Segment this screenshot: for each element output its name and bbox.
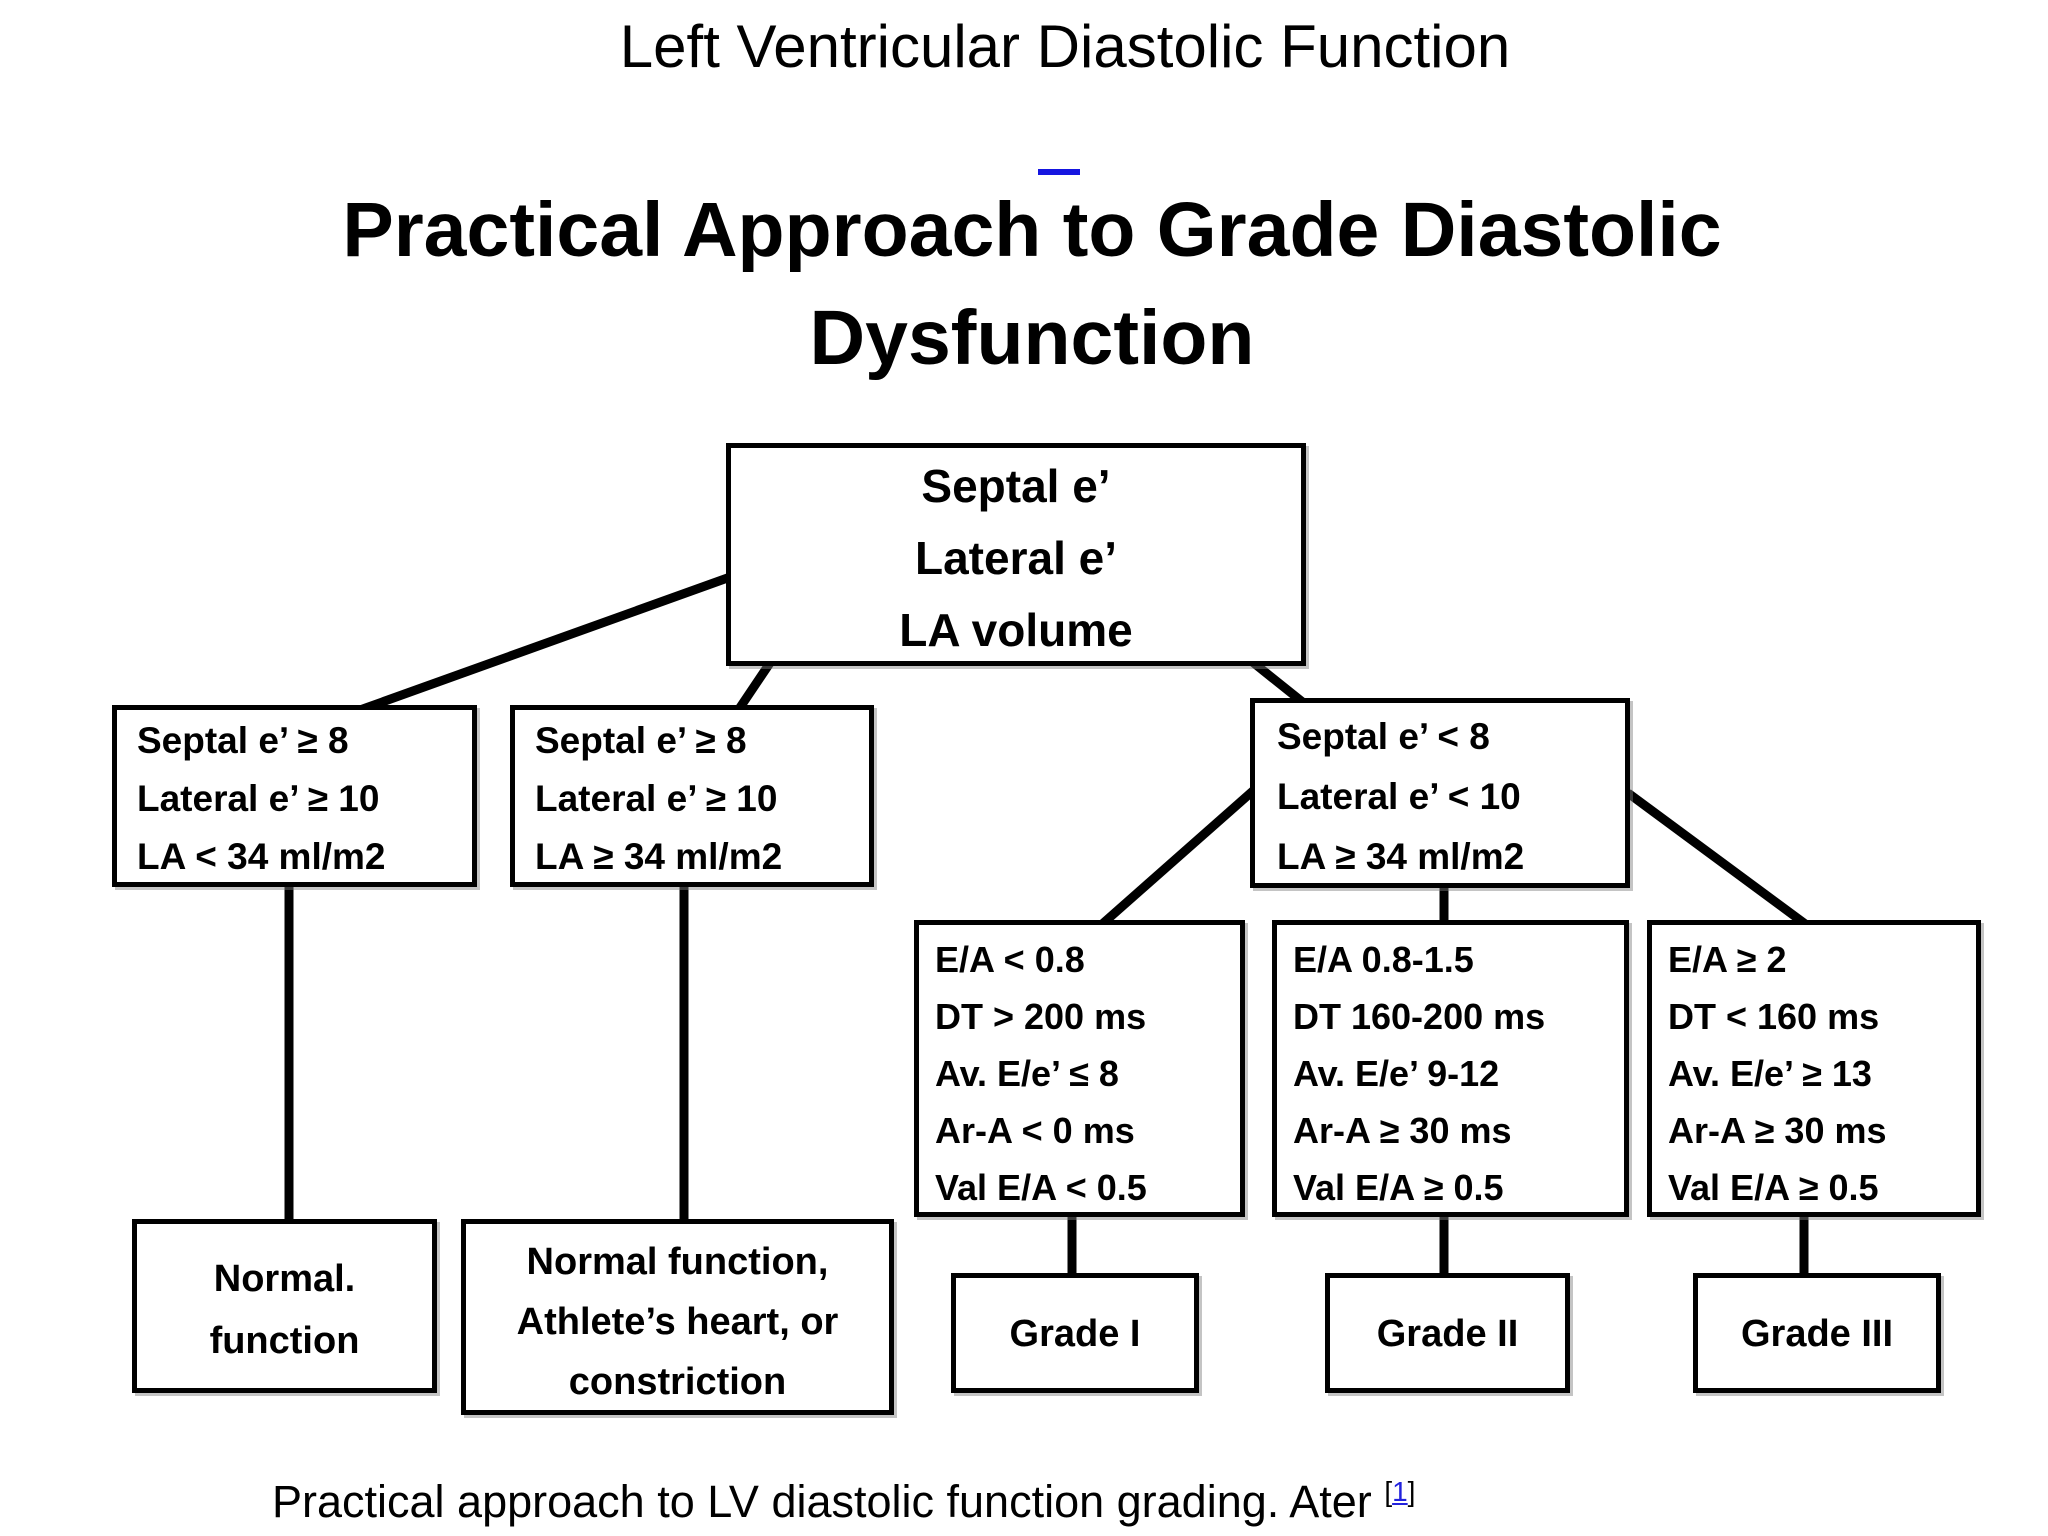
node-line: Ar-A ≥ 30 ms [1293, 1110, 1512, 1151]
node-line: Septal e’ < 8 [1277, 716, 1490, 757]
node-line: DT < 160 ms [1668, 996, 1880, 1037]
node-root-measurements: Septal e’ Lateral e’ LA volume [726, 443, 1306, 666]
node-outcome-normal: Normal. function [132, 1219, 437, 1393]
node-normal-criteria: Septal e’ ≥ 8 Lateral e’ ≥ 10 LA < 34 ml… [112, 705, 477, 887]
node-line: DT 160-200 ms [1293, 996, 1546, 1037]
node-grade3-label: Grade III [1693, 1273, 1941, 1393]
citation-marker: [1] [1384, 1476, 1415, 1507]
node-line: Av. E/e’ ≤ 8 [935, 1053, 1119, 1094]
citation-link[interactable]: 1 [1392, 1476, 1408, 1507]
connector-dysfunction-to-grade1-criteria [1097, 786, 1257, 930]
node-line: Ar-A ≥ 30 ms [1668, 1110, 1887, 1151]
node-line: Lateral e’ < 10 [1277, 776, 1521, 817]
node-line: E/A 0.8-1.5 [1293, 939, 1474, 980]
node-line: Av. E/e’ ≥ 13 [1668, 1053, 1872, 1094]
node-grade1-label: Grade I [951, 1273, 1199, 1393]
node-line: Septal e’ ≥ 8 [137, 720, 349, 761]
caption-text: Practical approach to LV diastolic funct… [272, 1476, 1385, 1527]
node-line: LA ≥ 34 ml/m2 [535, 836, 783, 877]
citation-bracket-open: [ [1384, 1476, 1393, 1507]
node-line: E/A < 0.8 [935, 939, 1085, 980]
node-line: Val E/A < 0.5 [935, 1167, 1147, 1208]
node-grade2-criteria: E/A 0.8-1.5 DT 160-200 ms Av. E/e’ 9-12 … [1272, 920, 1629, 1217]
node-line: Av. E/e’ 9-12 [1293, 1053, 1500, 1094]
node-line: LA volume [899, 604, 1133, 656]
node-line: Val E/A ≥ 0.5 [1668, 1167, 1879, 1208]
connector-dysfunction-to-grade3-criteria [1625, 789, 1811, 930]
node-line: LA < 34 ml/m2 [137, 836, 386, 877]
figure-caption: Practical approach to LV diastolic funct… [272, 1476, 1415, 1528]
node-line: E/A ≥ 2 [1668, 939, 1787, 980]
node-line: Grade III [1740, 1313, 1894, 1355]
node-athlete-criteria: Septal e’ ≥ 8 Lateral e’ ≥ 10 LA ≥ 34 ml… [510, 705, 874, 887]
node-line: Lateral e’ [915, 532, 1117, 584]
node-line: constriction [568, 1361, 787, 1403]
connector-root-to-athlete [733, 657, 776, 715]
link-underscore-dash [1038, 169, 1080, 175]
node-line: Lateral e’ ≥ 10 [535, 778, 778, 819]
node-line: function [209, 1320, 360, 1362]
connector-root-to-dysfunction [1247, 656, 1308, 708]
connector-root-to-normal [358, 571, 735, 715]
node-grade3-criteria: E/A ≥ 2 DT < 160 ms Av. E/e’ ≥ 13 Ar-A ≥… [1647, 920, 1981, 1217]
node-dysfunction-criteria: Septal e’ < 8 Lateral e’ < 10 LA ≥ 34 ml… [1250, 698, 1630, 888]
node-grade2-label: Grade II [1325, 1273, 1570, 1393]
node-line: Lateral e’ ≥ 10 [137, 778, 380, 819]
page-title: Left Ventricular Diastolic Function [619, 13, 1511, 80]
node-line: Athlete’s heart, or [516, 1301, 839, 1343]
node-outcome-athlete: Normal function, Athlete’s heart, or con… [461, 1219, 894, 1415]
slide-heading: Practical Approach to Grade Diastolic Dy… [224, 176, 1840, 392]
node-line: Grade I [1009, 1313, 1141, 1355]
slide-heading-line-2: Dysfunction [809, 295, 1255, 381]
slide-heading-line-1: Practical Approach to Grade Diastolic [342, 187, 1722, 273]
node-line: Val E/A ≥ 0.5 [1293, 1167, 1504, 1208]
node-line: Grade II [1376, 1313, 1519, 1355]
node-line: Ar-A < 0 ms [935, 1110, 1135, 1151]
node-line: Septal e’ ≥ 8 [535, 720, 747, 761]
node-line: LA ≥ 34 ml/m2 [1277, 836, 1525, 877]
node-line: Normal function, [526, 1241, 829, 1283]
node-line: Normal. [213, 1258, 356, 1300]
node-grade1-criteria: E/A < 0.8 DT > 200 ms Av. E/e’ ≤ 8 Ar-A … [914, 920, 1245, 1217]
citation-bracket-close: ] [1407, 1476, 1416, 1507]
node-line: Septal e’ [921, 460, 1111, 512]
node-line: DT > 200 ms [935, 996, 1147, 1037]
